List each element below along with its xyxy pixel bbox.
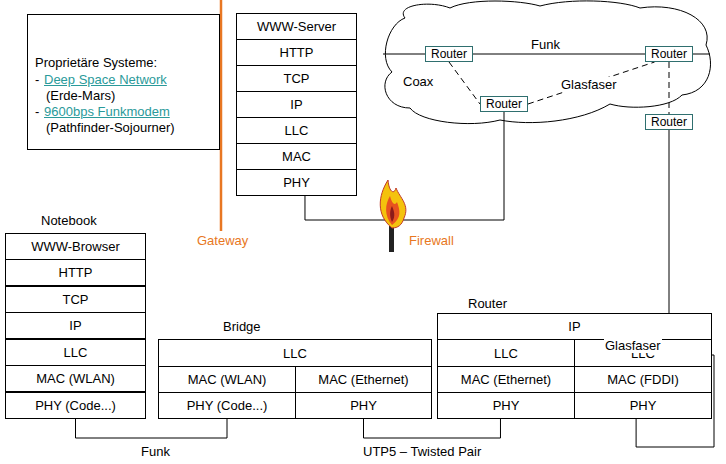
caption-label: Bridge [222,319,262,334]
protocol-layer-box: IP [5,312,146,339]
network-cloud [385,1,711,124]
layer-name: IP [290,97,302,112]
layer-name: Router [486,97,522,112]
layer-name: Router [651,115,687,130]
layer-name: IP [568,319,580,334]
caption-label: Firewall [408,233,455,248]
layer-name: PHY [283,175,310,190]
protocol-layer-box: LLC [5,339,146,366]
protocol-layer-box: IP [236,91,357,118]
layer-name: PHY (Code...) [35,398,116,413]
protocol-layer-box: PHY [437,392,575,419]
link-label: Funk [140,444,171,459]
protocol-layer-box: WWW-Server [236,13,357,40]
note-box: Proprietäre Systeme:-Deep Space Network(… [27,14,220,150]
protocol-layer-box: LLC [437,339,575,367]
layer-name: MAC (FDDI) [607,372,679,387]
note-text: - [35,72,39,87]
protocol-layer-box: MAC (WLAN) [5,365,146,392]
layer-name: TCP [63,292,89,307]
link-label: Funk [530,37,561,52]
note-text: (Erde-Mars) [46,88,115,103]
link-line [76,419,228,438]
router-box: Router [645,114,693,130]
protocol-layer-box: LLC [158,339,432,367]
protocol-layer-box: PHY [236,169,357,196]
layer-name: LLC [64,345,88,360]
layer-name: PHY [630,398,657,413]
layer-name: MAC (Ethernet) [461,372,551,387]
protocol-layer-box: IP [437,313,712,340]
layer-name: MAC [282,149,311,164]
gateway-line [220,0,223,231]
link-line [473,54,645,55]
caption-label: Gateway [196,233,249,248]
link-label: Coax [402,74,434,89]
link-label: Glasfaser [560,77,618,92]
router-box: Router [645,46,693,62]
link-text: 9600bps Funkmodem [44,104,170,119]
caption-label: Notebook [40,213,98,228]
protocol-layer-box: PHY (Code...) [158,392,296,419]
layer-name: HTTP [59,265,93,280]
protocol-layer-box: LLC [236,117,357,144]
link-label: Glasfaser [604,338,662,353]
layer-name: LLC [283,346,307,361]
firewall-flame [380,180,406,252]
link-line [669,62,670,114]
link-line [449,62,480,104]
protocol-layer-box: MAC (Ethernet) [295,366,432,393]
protocol-layer-box: PHY [574,392,712,419]
protocol-layer-box: MAC [236,143,357,170]
router-box: Router [425,46,473,62]
layer-name: MAC (WLAN) [36,371,115,386]
note-text: (Pathfinder-Sojourner) [46,120,175,135]
layer-name: IP [69,318,81,333]
protocol-layer-box: WWW-Browser [5,233,146,260]
layer-name: PHY (Code...) [187,398,268,413]
caption-label: Router [467,296,508,311]
note-text: - [35,104,39,119]
link-text: Deep Space Network [44,72,167,87]
layer-name: WWW-Server [257,19,336,34]
protocol-layer-box: PHY (Code...) [5,392,146,419]
protocol-layer-box: MAC (Ethernet) [437,366,575,393]
layer-name: MAC (WLAN) [188,372,267,387]
link-line [528,62,655,104]
link-label: UTP5 – Twisted Pair [362,444,482,459]
layer-name: TCP [284,71,310,86]
protocol-layer-box: TCP [236,65,357,92]
note-text: Proprietäre Systeme: [35,55,157,70]
protocol-layer-box: HTTP [236,39,357,66]
layer-name: PHY [350,398,377,413]
layer-name: LLC [285,123,309,138]
layer-name: MAC (Ethernet) [318,372,408,387]
layer-name: WWW-Browser [31,239,120,254]
radio-line [383,54,425,55]
protocol-layer-box: HTTP [5,259,146,286]
protocol-layer-box: MAC (WLAN) [158,366,296,393]
layer-name: LLC [494,346,518,361]
layer-name: Router [431,47,467,62]
protocol-layer-box: PHY [295,392,432,419]
router-box: Router [480,96,528,112]
layer-name: Router [651,47,687,62]
radio-line [693,54,710,55]
protocol-layer-box: MAC (FDDI) [574,366,712,393]
protocol-layer-box: TCP [5,286,146,313]
layer-name: PHY [493,398,520,413]
layer-name: HTTP [280,45,314,60]
link-line [364,419,501,438]
